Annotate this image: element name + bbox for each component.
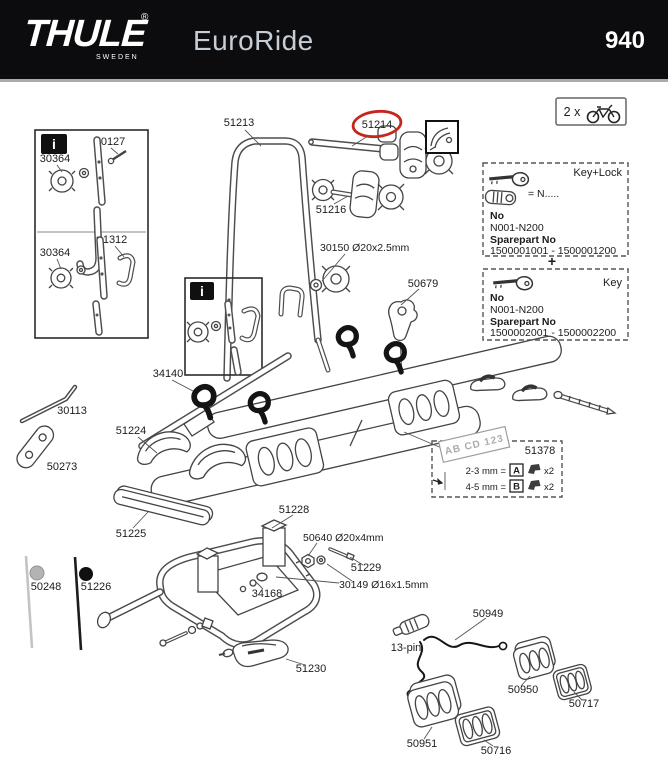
title-bar: THULE ® SWEDEN EuroRide 940 [0, 0, 668, 82]
cable-tie-50248-drawing [24, 555, 45, 649]
quantity-label: 2 x [564, 105, 581, 119]
cable-tie-51226-drawing [73, 556, 93, 651]
key-lock-box: Key+Lock = N..... No N001-N200 Sparepart… [482, 162, 629, 257]
clip-qty-a: x2 [544, 466, 554, 477]
lock-cylinder-icon [484, 189, 517, 206]
sparepart-label: Sparepart No [490, 316, 556, 328]
part-label-50950: 50950 [508, 684, 539, 696]
knob-30364-top-drawing [48, 167, 90, 193]
part-label-51228: 51228 [279, 504, 310, 516]
part-label-30364-top: 30364 [40, 153, 71, 165]
sparepart-range: 1500002001 - 1500002200 [490, 327, 616, 339]
lamp-recess-left [245, 427, 325, 487]
plug-13pin-drawing [392, 613, 430, 636]
knob-30150-drawing [309, 265, 351, 293]
brand-subtext: SWEDEN [96, 54, 139, 61]
part-label-50248: 50248 [31, 581, 62, 593]
plus-sign: + [548, 253, 556, 269]
bike-arm-51216-drawing [311, 170, 405, 219]
bar-51225-drawing [113, 485, 214, 526]
clip-letter-b: B [513, 482, 520, 493]
info-icon: i [200, 283, 204, 299]
bolt-51229-drawing [328, 547, 355, 561]
part-label-50273: 50273 [47, 461, 78, 473]
part-label-13pin: 13-pin [391, 642, 422, 654]
info-box-top-left: i 30127 30364 51312 30364 [34, 129, 149, 339]
coupling-hardware-drawing [159, 547, 355, 647]
u-bracket-drawing [278, 285, 305, 318]
part-label-34140: 34140 [153, 368, 184, 380]
no-range: N001-N200 [490, 222, 544, 234]
info-icon-badge [41, 134, 67, 154]
info-icon: i [52, 136, 56, 152]
key-title: Key [603, 277, 622, 289]
cradle-51224-drawing [136, 431, 247, 480]
part-label-30150: 30150 Ø20x2.5mm [320, 242, 410, 254]
highlight-circle-51214 [351, 109, 403, 139]
model-number: 940 [604, 27, 645, 54]
part-label-50717: 50717 [569, 698, 600, 710]
part-label-30127: 30127 [95, 136, 126, 148]
registered-trademark: ® [141, 12, 149, 23]
plate-50273-drawing [16, 425, 55, 469]
no-range: N001-N200 [490, 304, 544, 316]
clip-qty-b: x2 [544, 482, 554, 493]
info-icon-badge [190, 282, 214, 300]
part-label-50951: 50951 [407, 738, 438, 750]
lock-50679-drawing [388, 299, 418, 373]
part-label-51226: 51226 [81, 581, 112, 593]
part-label-51378: 51378 [525, 445, 556, 457]
detail-zoom-box [425, 120, 459, 154]
platform-drawing [150, 335, 562, 507]
part-label-50949: 50949 [473, 608, 504, 620]
arch-51213-drawing [223, 137, 331, 382]
part-label-50716: 50716 [481, 745, 512, 757]
tube-with-bolt-drawing [93, 136, 127, 206]
no-label: No [490, 292, 504, 304]
part-label-51224: 51224 [116, 425, 147, 437]
knob-30364-bottom-drawing [48, 265, 86, 289]
lens-50717-drawing [552, 663, 592, 701]
pedal-clamps-drawing [470, 374, 617, 415]
part-labels: 51213 51216 30150 Ø20x2.5mm 50679 34140 … [31, 117, 600, 757]
clip-letter-a: A [513, 466, 520, 477]
lamp-recess-right [387, 379, 461, 436]
part-label-30364-bottom: 30364 [40, 247, 71, 259]
washer-50640-drawing [301, 553, 315, 569]
product-name: EuroRide [193, 25, 314, 56]
part-label-51230: 51230 [296, 663, 327, 675]
part-label-51213: 51213 [224, 117, 255, 129]
tube-51312-drawing [92, 236, 136, 336]
part-label-51312: 51312 [97, 234, 128, 246]
bike-arm-51214-drawing [308, 125, 454, 179]
part-label-30149: 30149 Ø16x1.5mm [339, 579, 429, 591]
gap-range-b: 4-5 mm = [466, 482, 507, 493]
sparepart-range: 1500001001 - 1500001200 [490, 245, 616, 257]
part-label-51229: 51229 [351, 562, 382, 574]
part-label-50679: 50679 [408, 278, 439, 290]
key-lock-title: Key+Lock [573, 167, 622, 179]
quantity-box: 2 x [555, 97, 627, 126]
part-label-51225: 51225 [116, 528, 147, 540]
part-label-34168: 34168 [252, 588, 283, 600]
bicycle-icon [586, 104, 621, 124]
part-label-51214: 51214 [362, 119, 393, 131]
info-box-middle: i [184, 277, 263, 376]
coupling-frame-drawing [96, 537, 321, 649]
part-label-51216: 51216 [316, 204, 347, 216]
no-label: No [490, 210, 504, 222]
lamp-50950-drawing [512, 635, 556, 680]
handle-51230-drawing [218, 639, 289, 668]
sparepart-label: Sparepart No [490, 234, 556, 246]
allen-key-30113-drawing [19, 384, 78, 424]
part-label-30113: 30113 [57, 405, 87, 417]
key-number-note: = N..... [528, 188, 559, 200]
key-box: Key No N001-N200 Sparepart No 1500002001… [482, 268, 629, 341]
lens-50716-drawing [454, 706, 501, 747]
leader-lines [56, 129, 583, 747]
lamp-50951-drawing [407, 674, 462, 728]
part-label-50640: 50640 Ø20x4mm [303, 532, 384, 544]
gap-range-a: 2-3 mm = [466, 466, 507, 477]
